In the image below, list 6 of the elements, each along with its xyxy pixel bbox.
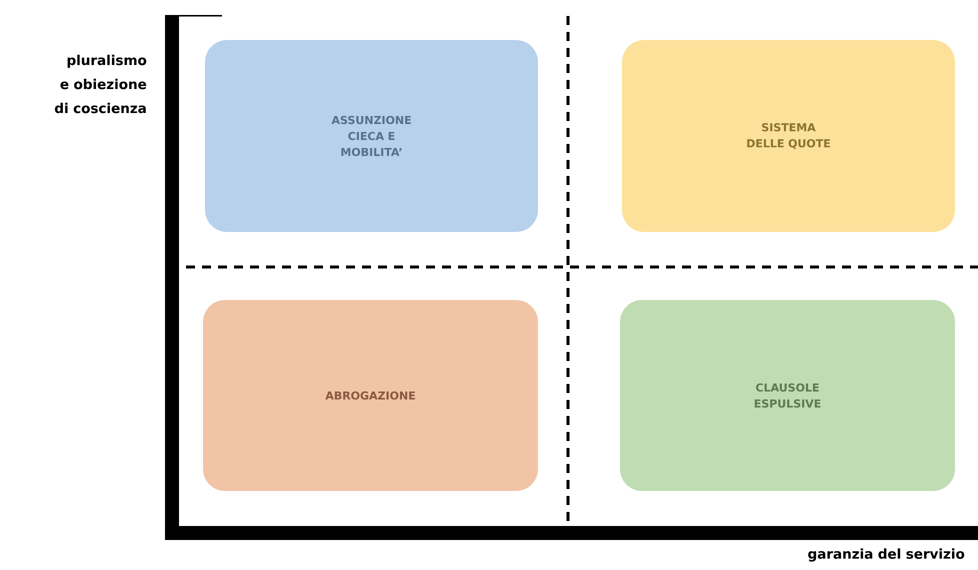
quadrant-box: ABROGAZIONE xyxy=(203,300,538,491)
axis-label: garanzia del servizio xyxy=(808,548,964,562)
quadrant-box: ASSUNZIONE CIECA E MOBILITA’ xyxy=(205,40,538,232)
quadrant-box: SISTEMA DELLE QUOTE xyxy=(622,40,955,232)
quadrant-box: CLAUSOLE ESPULSIVE xyxy=(620,300,955,491)
axis-label: pluralismo e obiezione di coscienza xyxy=(54,54,146,114)
